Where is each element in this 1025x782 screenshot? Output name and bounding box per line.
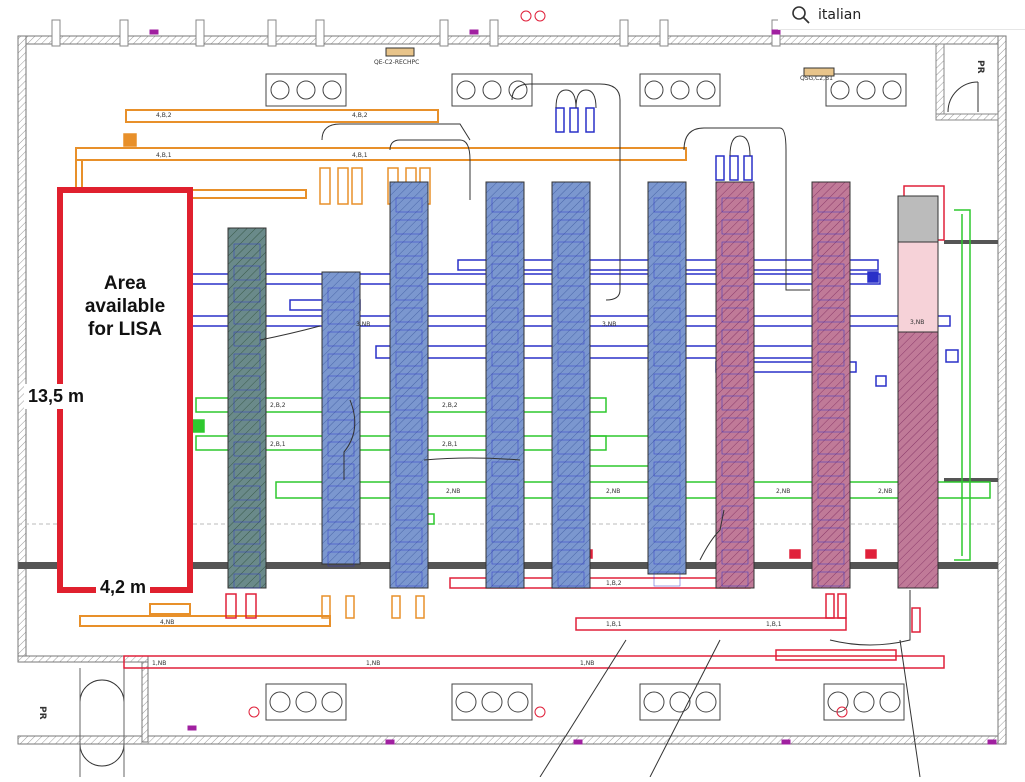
label-red-2: 1,B,1 — [606, 621, 622, 628]
search-icon — [792, 5, 810, 24]
tray-labels: 4,B,2 4,B,1 4,B,2 4,B,1 4,NB 3,NB 3,NB 3… — [37, 59, 985, 720]
label-orange-rack-2: 4,B,1 — [352, 152, 368, 159]
label-orange-top-2: 4,B,1 — [156, 152, 172, 159]
label-orange-top-1: 4,B,2 — [156, 112, 172, 119]
lisa-label-line1: Area — [103, 273, 147, 294]
rack-unit-grid — [233, 197, 845, 589]
label-blue-2: 3,NB — [602, 321, 616, 328]
label-green-2: 2,B,1 — [270, 441, 286, 448]
height-dimension: 13,5 m — [24, 384, 89, 409]
ahu-units — [265, 73, 907, 721]
label-pr-bottom: PR — [37, 706, 47, 720]
label-green-6: 2,NB — [606, 488, 620, 495]
label-qs: QSG,C2,B1 — [800, 75, 833, 82]
label-orange-rack-1: 4,B,2 — [352, 112, 368, 119]
label-green-4: 2,B,1 — [442, 441, 458, 448]
label-pr-top: PR — [975, 60, 985, 74]
rack-rows — [227, 181, 939, 589]
lisa-area-label: Area available for LISA — [60, 272, 190, 341]
label-green-3: 2,B,2 — [442, 402, 458, 409]
label-red-4: 1,NB — [152, 660, 166, 667]
search-box[interactable]: italian — [778, 0, 1025, 30]
label-qe: QE-C2-RECHPC — [374, 59, 419, 66]
search-query[interactable]: italian — [818, 6, 862, 23]
label-green-7: 2,NB — [776, 488, 790, 495]
label-green-8: 2,NB — [878, 488, 892, 495]
label-blue-1: 3,NB — [356, 321, 370, 328]
label-red-1: 1,B,2 — [606, 580, 622, 587]
lisa-label-line3: for LISA — [88, 319, 162, 340]
power-cabling — [259, 83, 921, 778]
label-orange-bottom: 4,NB — [160, 619, 174, 626]
label-green-5: 2,NB — [446, 488, 460, 495]
label-blue-3: 3,NB — [910, 319, 924, 326]
label-green-1: 2,B,2 — [270, 402, 286, 409]
label-red-6: 1,NB — [580, 660, 594, 667]
sensor-symbols — [149, 10, 997, 745]
label-red-3: 1,B,1 — [766, 621, 782, 628]
width-dimension: 4,2 m — [96, 577, 151, 598]
label-red-5: 1,NB — [366, 660, 380, 667]
lisa-label-line2: available — [84, 296, 166, 317]
